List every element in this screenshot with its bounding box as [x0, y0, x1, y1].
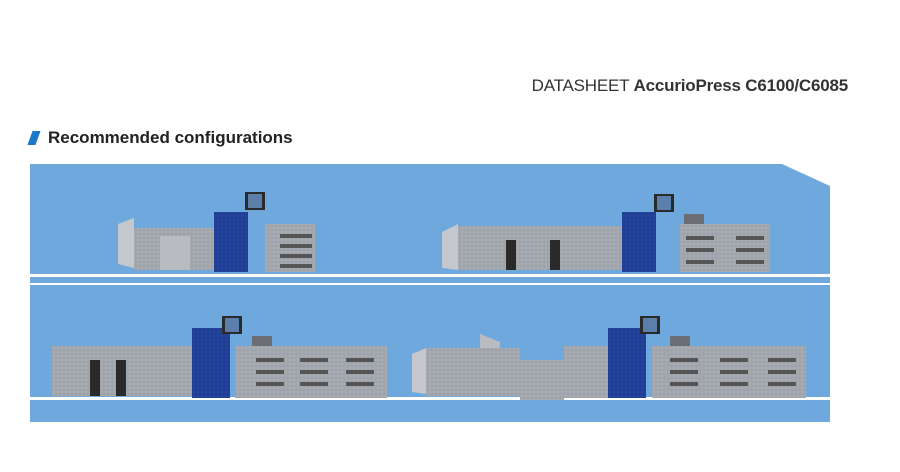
section-title-text: Recommended configurations: [48, 128, 293, 147]
blue-slash-marker-icon: [27, 131, 41, 145]
row-divider-1: [30, 274, 830, 277]
datasheet-header: DATASHEET AccurioPress C6100/C6085: [531, 76, 849, 96]
configuration-1-machine: [118, 192, 315, 272]
configuration-3-machine: [52, 316, 387, 398]
row-divider-3: [30, 397, 830, 400]
configuration-2-machine: [442, 194, 770, 272]
section-heading: Recommended configurations: [27, 128, 293, 148]
datasheet-label: DATASHEET: [531, 76, 630, 95]
row-divider-2: [30, 283, 830, 285]
product-name: AccurioPress C6100/C6085: [633, 76, 849, 95]
configuration-4-machine: [412, 316, 806, 400]
configurations-panel: [30, 164, 830, 422]
configurations-illustration: [30, 164, 830, 422]
